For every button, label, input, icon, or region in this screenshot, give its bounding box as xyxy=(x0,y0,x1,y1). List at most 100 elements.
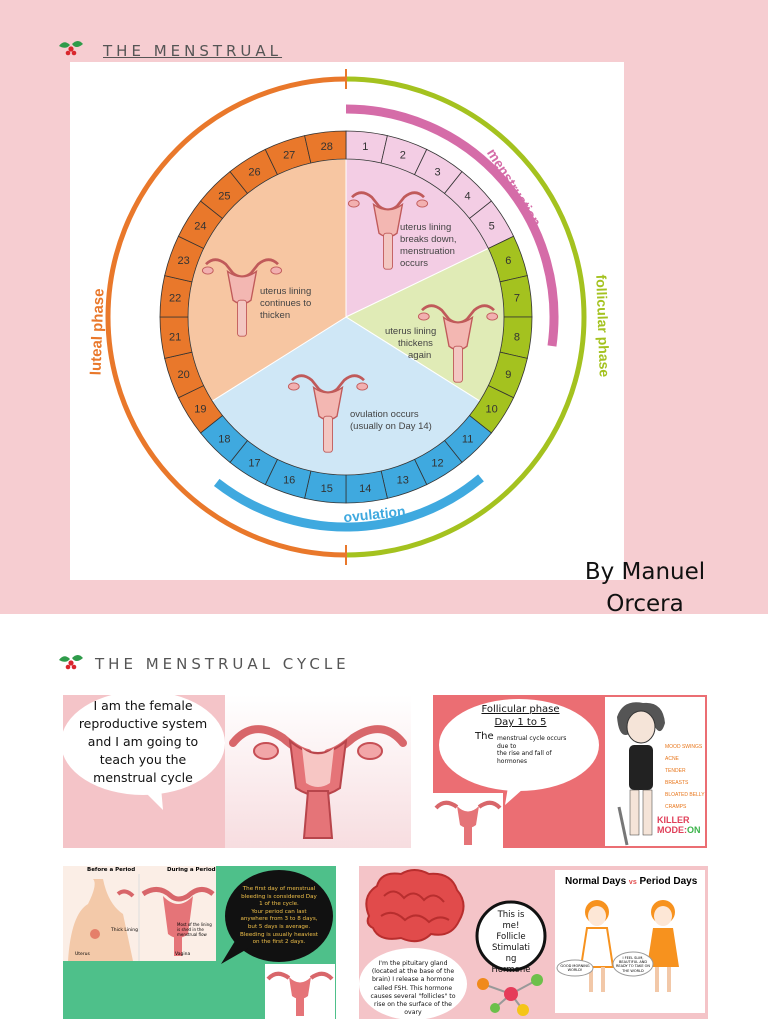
bubble-line: Bleeding is usually heaviest xyxy=(240,931,318,938)
speech-bubble xyxy=(439,699,599,805)
uterus-icon xyxy=(287,374,369,453)
bubble-line: reproductive system xyxy=(78,716,208,731)
comic-panel-intro: I am the female reproductive system and … xyxy=(63,695,411,848)
during-period-label: During a Period xyxy=(167,867,216,873)
day-label: 22 xyxy=(169,293,181,305)
ovulation-arc xyxy=(213,474,484,532)
byline-line: Orcera xyxy=(606,591,684,617)
bubble-line: me! xyxy=(502,921,520,931)
bubble-heading-line: Follicular phase xyxy=(481,704,560,715)
phase-label-follicular: follicular phase xyxy=(593,274,613,377)
bubble-heading-line: Day 1 to 5 xyxy=(494,717,547,728)
day-segment xyxy=(304,130,347,164)
uterus-icon xyxy=(347,191,429,270)
symptom-item: BLOATED BELLY xyxy=(665,792,705,798)
bubble-line: teach you the xyxy=(99,752,187,767)
cycle-wheel: 1234567891011121314151617181920212223242… xyxy=(87,69,613,565)
day-label: 18 xyxy=(218,434,230,446)
bubble-line: causes several "follicles" to xyxy=(370,992,456,1000)
segment-text: menstruation xyxy=(400,246,455,257)
phase-label-ovulation: ovulation xyxy=(343,503,407,525)
molecule-icon xyxy=(477,974,543,1016)
segment-text: occurs xyxy=(400,258,428,269)
day-label: 7 xyxy=(514,293,520,305)
day-label: 13 xyxy=(397,474,409,486)
bubble-line: called FSH. This hormone xyxy=(373,984,453,992)
bubble-line: Your period can last xyxy=(251,908,307,915)
day-label: 14 xyxy=(359,483,371,495)
day-label: 26 xyxy=(248,166,260,178)
phase-label-luteal: luteal phase xyxy=(87,288,107,375)
period-comparison-card: Before a Period During a Period Thick Li… xyxy=(63,866,216,961)
day-label: 28 xyxy=(321,141,333,153)
day-label: 23 xyxy=(178,255,190,267)
bubble-line: anywhere from 3 to 8 days, xyxy=(240,916,318,923)
bubble-text: I'm the pituitary gland (located at the … xyxy=(361,960,465,1017)
bubble-heading: Follicular phase Day 1 to 5 xyxy=(453,703,588,729)
day-label: 25 xyxy=(218,190,230,202)
bubble-line: rise on the surface of the xyxy=(374,1001,452,1009)
day-label: 3 xyxy=(434,166,440,178)
symptom-item: CRAMPS xyxy=(665,804,687,810)
segment-text: uterus lining xyxy=(260,286,311,297)
bubble-line: (located at the base of the xyxy=(371,968,455,976)
killer-line: KILLER xyxy=(657,815,690,825)
bubble-line: but 5 days is average. xyxy=(247,923,311,930)
annotation-label: Uterus xyxy=(75,952,90,957)
segment-text: ovulation occurs xyxy=(350,409,419,420)
uterus-icon xyxy=(266,971,334,1016)
holly-icon xyxy=(59,41,83,56)
author-byline: By Manuel Orcera xyxy=(570,556,720,620)
moody-girl-card: MOOD SWINGS ACNE TENDER BREASTS BLOATED … xyxy=(605,697,705,846)
girl-illustration xyxy=(617,702,665,846)
uterus-comparison-illustration xyxy=(68,874,215,961)
before-period-label: Before a Period xyxy=(87,867,136,873)
bubble-line: The first day of menstrual xyxy=(242,886,316,892)
day-label: 9 xyxy=(505,369,511,381)
holly-icon xyxy=(59,655,83,670)
speech-bubble xyxy=(475,900,547,972)
symptom-item: ACNE xyxy=(665,756,679,762)
segment-text: thickens xyxy=(398,338,433,349)
menstruation-arc xyxy=(345,104,559,347)
bubble-small-line: menstrual cycle occurs due to xyxy=(497,735,567,750)
bubble-body-small: menstrual cycle occurs due to the rise a… xyxy=(497,735,577,765)
day-label: 5 xyxy=(489,220,495,232)
bubble-line: and I am going to xyxy=(87,734,199,749)
segment-text: breaks down, xyxy=(400,234,457,245)
day-label: 21 xyxy=(169,331,181,343)
mini-uterus-card xyxy=(265,964,335,1019)
killer-on: ON xyxy=(687,825,701,835)
killer-mode: KILLER MODE:ON xyxy=(657,815,701,835)
comic-panel-period: Before a Period During a Period Thick Li… xyxy=(63,866,336,1019)
speech-bubble xyxy=(63,695,225,810)
mini-uterus-card xyxy=(433,793,503,848)
day-label: 19 xyxy=(194,404,206,416)
day-label: 6 xyxy=(505,255,511,267)
comic-title-part: Normal Days xyxy=(565,876,627,887)
bubble-line: Stimulati xyxy=(491,943,531,953)
segment-text: uterus lining xyxy=(385,326,436,337)
day-label: 1 xyxy=(362,141,368,153)
day-label: 24 xyxy=(194,220,206,232)
follicular-arc xyxy=(345,76,587,558)
girls-illustration xyxy=(556,900,679,992)
day-label: 8 xyxy=(514,331,520,343)
luteal-arc xyxy=(105,76,347,558)
annotation-label: Most of the lining is shed in the menstr… xyxy=(177,922,212,937)
symptom-item: TENDER BREASTS xyxy=(665,768,689,786)
day-label: 11 xyxy=(462,434,473,446)
bubble-text: The first day of menstrual bleeding is c… xyxy=(233,886,325,947)
bubble-line: ovary xyxy=(404,1009,422,1017)
bubble-line: Follicle xyxy=(496,932,526,942)
uterus-icon xyxy=(201,258,283,337)
uterus-icon xyxy=(434,800,502,845)
bubble-line: bleeding is considered Day xyxy=(241,893,317,900)
annotation-label: Vagina xyxy=(175,952,191,957)
comic-panel-follicular: Follicular phase Day 1 to 5 The menstrua… xyxy=(433,695,707,848)
comic-note: GOOD MORNING WORLD! xyxy=(560,964,590,972)
day-label: 10 xyxy=(486,404,498,416)
segment-text: continues to xyxy=(260,298,311,309)
day-label: 12 xyxy=(431,458,443,470)
